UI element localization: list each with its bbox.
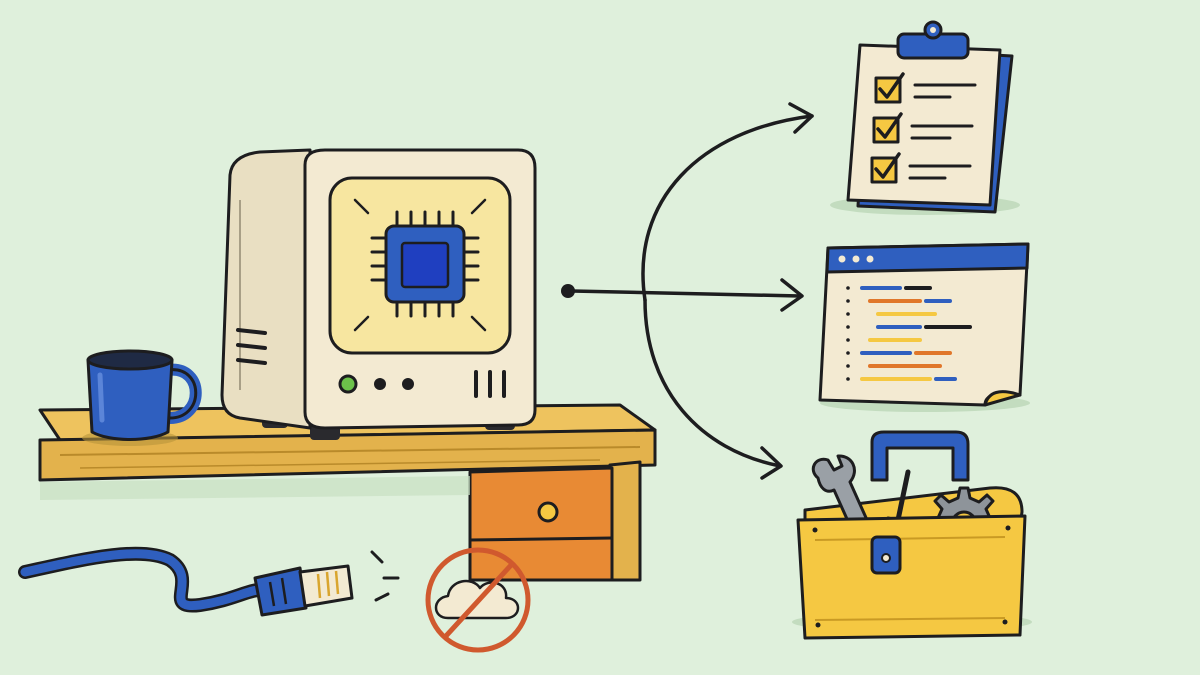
coffee-mug bbox=[82, 349, 202, 446]
drawer-knob bbox=[537, 501, 559, 523]
local-server-computer bbox=[220, 148, 537, 440]
side-vents bbox=[236, 328, 267, 365]
glow-rays bbox=[353, 198, 487, 332]
unplugged-ethernet-cable bbox=[18, 546, 400, 617]
checklist-item bbox=[872, 112, 974, 144]
rj45-connector bbox=[298, 564, 354, 608]
toolbox-with-tools bbox=[792, 430, 1032, 640]
checklist-item bbox=[874, 72, 977, 104]
front-button bbox=[402, 378, 414, 390]
code-lines bbox=[860, 286, 972, 381]
toolbox-handle bbox=[870, 430, 970, 482]
power-led bbox=[338, 374, 358, 394]
code-editor-window bbox=[818, 242, 1030, 412]
desk-drawer bbox=[468, 466, 614, 582]
cpu-core bbox=[400, 241, 450, 289]
wooden-desk bbox=[38, 403, 657, 582]
line-number-gutter bbox=[846, 286, 850, 381]
window-dot bbox=[866, 255, 874, 263]
no-cloud-icon bbox=[425, 547, 531, 653]
arrow-to-toolbox bbox=[643, 298, 782, 468]
arrow-to-checklist bbox=[641, 114, 814, 302]
window-dot bbox=[852, 255, 860, 263]
checklist-item bbox=[870, 152, 972, 184]
arrow-to-code bbox=[570, 289, 802, 298]
output-arrows bbox=[561, 102, 814, 480]
front-button bbox=[374, 378, 386, 390]
disconnect-marks bbox=[370, 550, 400, 602]
window-dot bbox=[838, 255, 846, 263]
front-vents bbox=[474, 370, 506, 398]
arrow-origin-dot bbox=[561, 284, 575, 298]
checklist-clipboard bbox=[830, 20, 1020, 215]
